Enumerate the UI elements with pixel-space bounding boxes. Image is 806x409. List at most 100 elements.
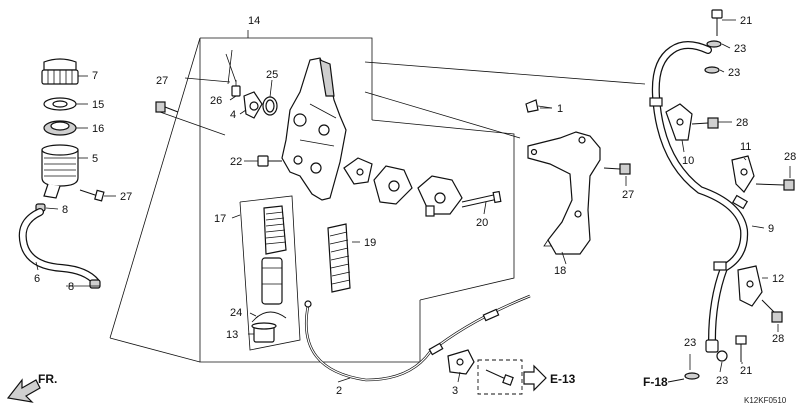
callout-p1: 1 — [557, 103, 563, 115]
bolt-27-right — [603, 163, 631, 175]
callout-p13: 13 — [226, 329, 238, 341]
callout-p28b: 28 — [784, 151, 796, 163]
callout-leader-p17 — [231, 214, 241, 219]
callout-leader-p20 — [483, 201, 487, 215]
callout-p23b: 23 — [728, 67, 740, 79]
bolt-27-upper — [155, 101, 179, 113]
bolt-28-top — [691, 117, 719, 129]
callout-p23d: 23 — [716, 375, 728, 387]
assembly-outline-17 — [239, 195, 301, 351]
callout-p18: 18 — [554, 265, 566, 277]
callout-p10: 10 — [682, 155, 694, 167]
piston — [261, 257, 283, 305]
bolt-21-bottom — [735, 335, 747, 362]
callout-leader-p23d — [719, 361, 723, 373]
callout-leader-p3 — [457, 371, 461, 383]
callout-p26: 26 — [210, 95, 222, 107]
callout-p27b: 27 — [156, 75, 168, 87]
clip-11 — [731, 155, 755, 193]
diagram-code: K12KF0510 — [744, 396, 787, 405]
callout-p25: 25 — [266, 69, 278, 81]
callout-p23c: 23 — [684, 337, 696, 349]
master-cylinder-body — [281, 57, 347, 201]
callout-p7: 7 — [92, 70, 98, 82]
cover-18 — [527, 131, 601, 255]
callout-p27c: 27 — [622, 189, 634, 201]
bolt-26 — [225, 49, 241, 97]
ref-f18: F-18 — [643, 375, 668, 389]
callout-p16: 16 — [92, 123, 104, 135]
callout-p6: 6 — [34, 273, 40, 285]
callout-leader-p23b — [719, 69, 725, 73]
assembly-outline-14 — [199, 30, 515, 363]
bolt-22 — [257, 155, 282, 167]
bolt-21-top — [711, 9, 723, 36]
clamp-12 — [737, 265, 763, 307]
ref-box-e13 — [477, 359, 547, 395]
callout-p24: 24 — [230, 307, 242, 319]
callout-p11: 11 — [740, 141, 751, 153]
hose-9 — [649, 41, 749, 353]
clip-8-lower — [89, 279, 101, 289]
reservoir-cap-7 — [41, 58, 79, 85]
callout-p22: 22 — [230, 156, 242, 168]
callout-p17: 17 — [214, 213, 226, 225]
callout-leader-p18 — [561, 251, 567, 265]
o-ring-25 — [262, 79, 278, 116]
long-leader-lines — [109, 37, 646, 363]
callout-p5: 5 — [92, 153, 98, 165]
callout-leader-p6 — [35, 261, 39, 271]
spring-19 — [327, 223, 351, 293]
callout-leader-p8a — [45, 207, 59, 210]
callout-p12: 12 — [772, 273, 784, 285]
callout-p4: 4 — [230, 109, 236, 121]
cup-13 — [251, 322, 277, 343]
callout-p19: 19 — [364, 237, 376, 249]
bolt-27-left — [79, 189, 105, 202]
callout-p2: 2 — [336, 385, 342, 397]
front-label: FR. — [38, 372, 57, 386]
callout-leader-p23a — [721, 43, 731, 49]
callout-p8a: 8 — [62, 204, 68, 216]
bracket-3 — [447, 349, 475, 375]
callout-p9: 9 — [768, 223, 774, 235]
joint-4 — [243, 91, 263, 119]
washers-23-bottom — [684, 350, 728, 380]
callout-leader-p11 — [743, 157, 747, 161]
boot-17 — [263, 205, 287, 255]
callout-leader-p9 — [751, 225, 765, 229]
callout-p14: 14 — [248, 15, 260, 27]
plate-15 — [43, 97, 77, 111]
pin-20 — [461, 190, 502, 208]
washers-23-top — [704, 40, 722, 74]
callout-p28c: 28 — [772, 333, 784, 345]
callout-leader-p26 — [229, 95, 237, 101]
callout-leader-p4 — [239, 109, 247, 115]
callout-p8b: 8 — [68, 281, 74, 293]
callout-p27a: 27 — [120, 191, 132, 203]
callout-p21b: 21 — [740, 365, 752, 377]
bolt-28-bottom — [761, 299, 783, 323]
clip-1 — [525, 99, 553, 113]
circlip-24 — [251, 311, 287, 323]
callout-leader-p2 — [337, 377, 351, 383]
front-arrow — [6, 378, 41, 403]
reservoir-5 — [41, 144, 79, 199]
ref-e13: E-13 — [550, 372, 576, 386]
callout-p20: 20 — [476, 217, 488, 229]
bracket-10 — [665, 103, 693, 141]
callout-leader-p24 — [249, 312, 257, 317]
callout-p15: 15 — [92, 99, 104, 111]
hose-6 — [18, 208, 100, 286]
callout-p3: 3 — [452, 385, 458, 397]
bolt-28-mid — [755, 179, 795, 191]
cable-2 — [304, 294, 531, 382]
callout-leader-p10 — [681, 139, 685, 153]
callout-p21a: 21 — [740, 15, 752, 27]
callout-p23a: 23 — [734, 43, 746, 55]
lever-parts — [343, 157, 463, 217]
callout-p28a: 28 — [736, 117, 748, 129]
diaphragm-16 — [43, 120, 77, 136]
